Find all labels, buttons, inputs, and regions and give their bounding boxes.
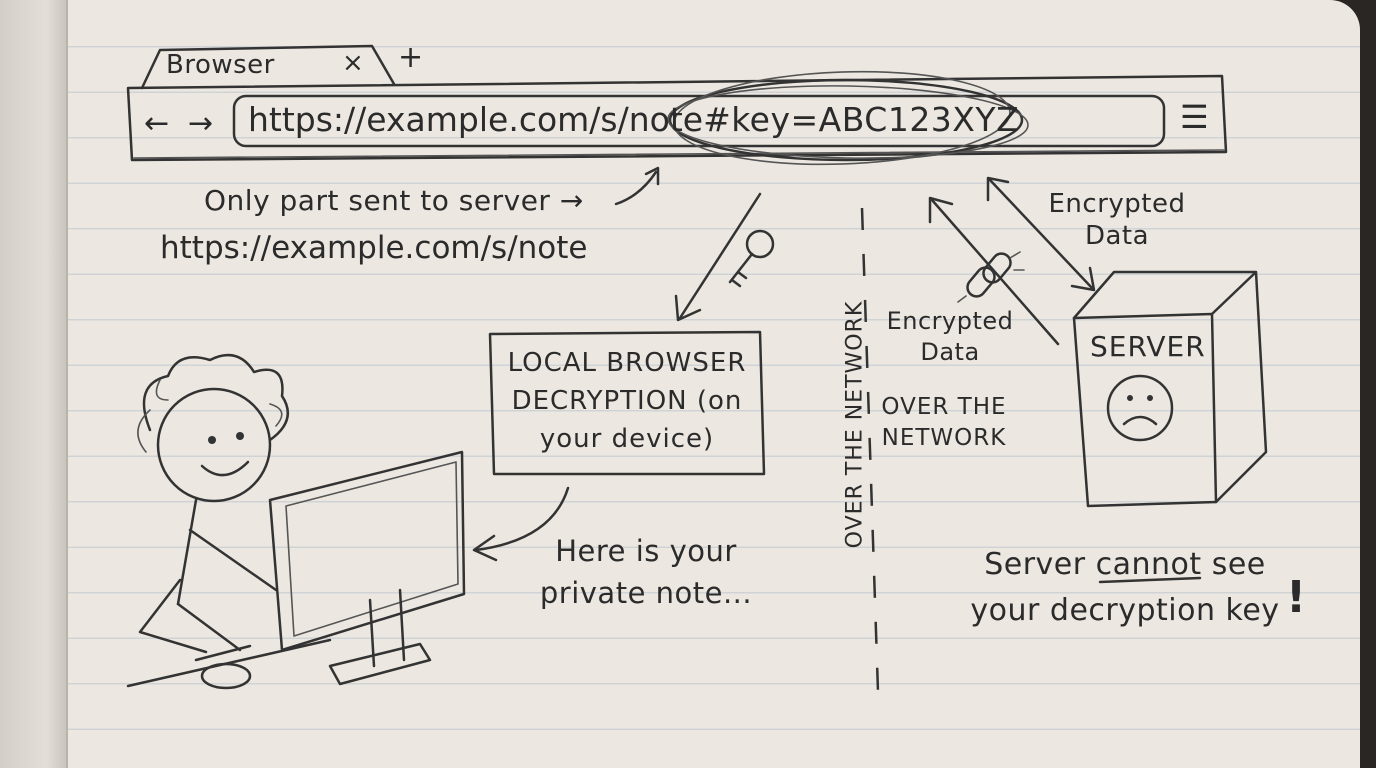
forward-arrow-icon[interactable]: →: [188, 106, 214, 141]
key-icon: [728, 229, 775, 288]
sent-to-server-label: Only part sent to server →: [204, 184, 584, 217]
browser-tab-title[interactable]: Browser: [166, 50, 275, 80]
url-fragment: #key=ABC123XYZ: [703, 100, 1020, 139]
decryption-box-outline: [488, 330, 766, 476]
computer-monitor: [194, 450, 466, 690]
sent-pointer-arrow: [614, 170, 658, 206]
menu-icon[interactable]: ☰: [1180, 98, 1210, 136]
sad-face-icon: [1106, 374, 1174, 442]
conclusion-pre: Server: [984, 547, 1096, 582]
encrypted-data-label-lower: Encrypted Data: [886, 307, 1014, 366]
back-arrow-icon[interactable]: ←: [144, 106, 170, 141]
server-label: SERVER: [1090, 330, 1206, 363]
stick-figure: [126, 353, 332, 688]
conclusion-post: see your decryption key: [970, 547, 1280, 628]
key-arrow: [678, 192, 762, 320]
exclamation-mark: !: [1286, 572, 1307, 623]
network-label: OVER THE NETWORK: [881, 394, 1007, 451]
fragment-highlight-circle: [668, 78, 1024, 162]
server-box: [1072, 270, 1268, 508]
conclusion-emphasis: cannot: [1095, 547, 1202, 582]
decryption-box-label: LOCAL BROWSER DECRYPTION (on your device…: [507, 348, 747, 454]
sent-url: https://example.com/s/note: [160, 230, 588, 266]
encrypted-arrow-upper: [988, 178, 1094, 290]
close-tab-icon[interactable]: ×: [342, 48, 365, 78]
notebook-spine: [0, 0, 68, 768]
browser-tab-outline: [140, 44, 396, 90]
encrypted-arrow-lower: [930, 198, 1060, 346]
encrypted-data-label-upper: Encrypted Data: [1048, 189, 1186, 251]
chain-link-icon: [957, 251, 1025, 303]
conclusion-text: Server cannot see your decryption key: [970, 542, 1280, 634]
new-tab-icon[interactable]: +: [398, 40, 424, 75]
address-bar[interactable]: https://example.com/s/note#key=ABC123XYZ: [248, 100, 1019, 139]
private-note-text: Here is your private note...: [539, 534, 753, 610]
network-vertical-label: OVER THE NETWORK: [842, 300, 868, 549]
note-arrow: [474, 486, 570, 552]
url-path: https://example.com/s/note: [248, 100, 704, 139]
cannot-underline: [1098, 576, 1202, 584]
network-divider: [860, 207, 880, 693]
